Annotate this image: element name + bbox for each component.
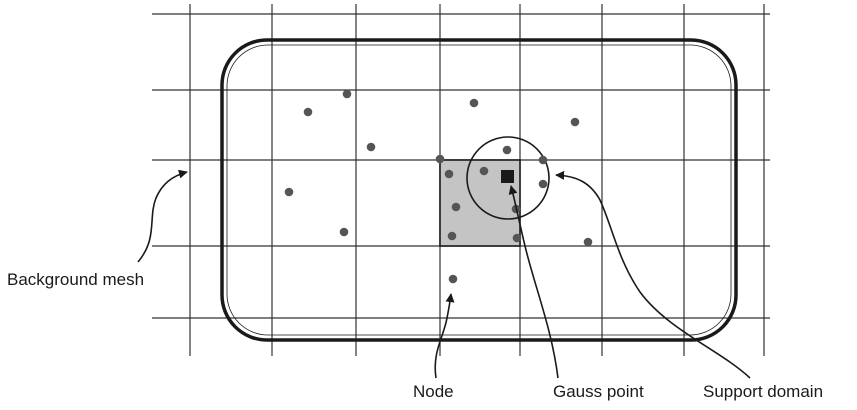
node <box>538 155 548 165</box>
node <box>303 107 313 117</box>
node <box>342 89 352 99</box>
gauss-point-arrow <box>508 185 559 379</box>
background-mesh-arrow <box>137 169 188 263</box>
gauss-point-label: Gauss point <box>553 382 644 401</box>
background-mesh-grid <box>152 4 770 356</box>
node-label: Node <box>413 382 454 401</box>
node <box>447 231 457 241</box>
problem-domain-inner-line <box>226 44 732 336</box>
annotation-arrows <box>137 169 751 379</box>
node <box>451 202 461 212</box>
support-domain-circle <box>466 136 550 220</box>
field-nodes <box>284 89 593 284</box>
node <box>479 166 489 176</box>
node <box>469 98 479 108</box>
node <box>448 274 458 284</box>
support-domain-arrow <box>555 170 751 379</box>
node <box>444 169 454 179</box>
node <box>435 154 445 164</box>
gauss-point <box>501 170 514 183</box>
support-domain-label: Support domain <box>703 382 824 401</box>
node <box>512 233 522 243</box>
node <box>570 117 580 127</box>
node <box>583 237 593 247</box>
node <box>339 227 349 237</box>
background-mesh-label: Background mesh <box>7 270 145 289</box>
node <box>284 187 294 197</box>
node <box>538 179 548 189</box>
node <box>366 142 376 152</box>
node <box>502 145 512 155</box>
node-arrow <box>434 293 455 379</box>
problem-domain-boundary <box>220 38 738 342</box>
